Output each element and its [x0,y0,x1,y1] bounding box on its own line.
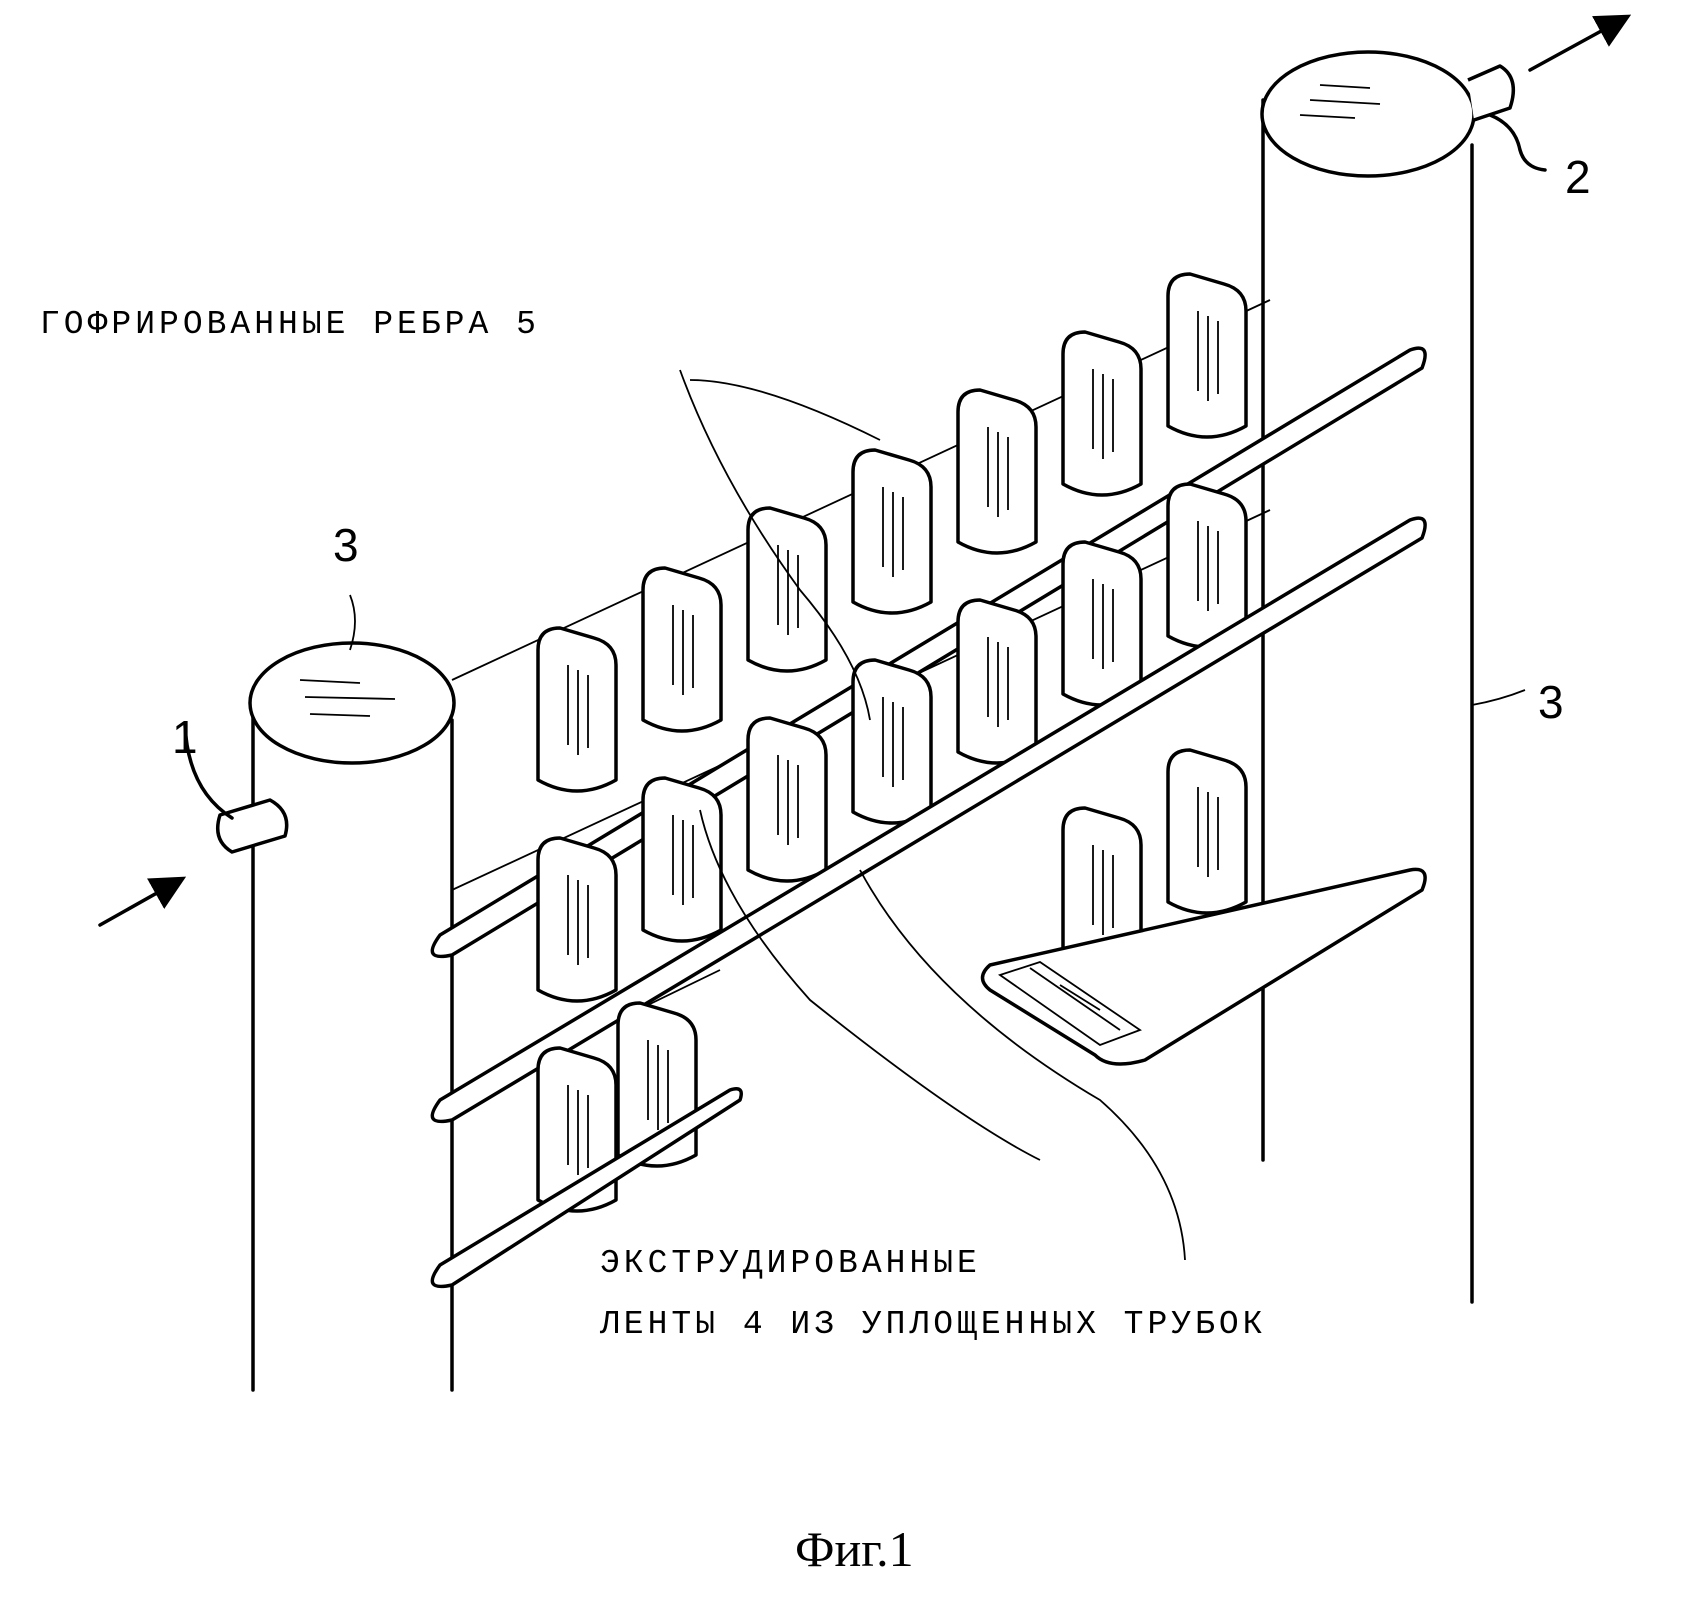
ref-number-inlet: 1 [172,710,198,764]
tube-cross-section-detail [983,750,1426,1064]
ref-number-left-header: 3 [333,518,359,572]
flat-tube-middle [432,518,1425,1121]
left-header-tube [250,643,454,1390]
outlet-pipe [1468,18,1625,170]
figure-caption: Фиг.1 [795,1520,914,1578]
extruded-strips-label-line1: ЭКСТРУДИРОВАННЫЕ [600,1245,981,1282]
ref-number-outlet: 2 [1565,150,1591,204]
right-header-tube [1262,52,1474,1302]
ref-number-right-header: 3 [1538,675,1564,729]
extruded-strips-label-line2: ЛЕНТЫ 4 ИЗ УПЛОЩЕННЫХ ТРУБОК [600,1306,1267,1343]
corrugated-fins-label: ГОФРИРОВАННЫЕ РЕБРА 5 [40,306,540,343]
